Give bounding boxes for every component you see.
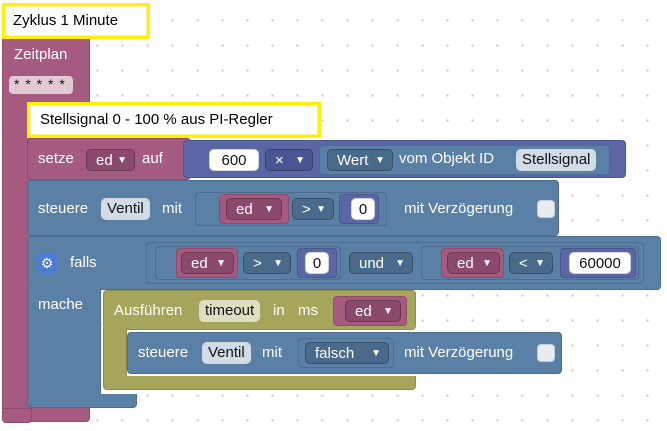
control2-keyword: steuere <box>138 344 189 361</box>
chevron-down-icon: ▼ <box>264 204 274 215</box>
timeout-var-dropdown[interactable]: ed ▼ <box>345 300 401 322</box>
chevron-down-icon: ▼ <box>216 258 226 269</box>
compare1-number-field[interactable]: 0 <box>351 198 375 220</box>
left-number-field[interactable]: 0 <box>305 252 329 274</box>
set-variable-label: ed <box>96 152 113 169</box>
chevron-down-icon: ▼ <box>117 155 127 166</box>
control1-with-label: mit <box>162 200 182 217</box>
right-number-field[interactable]: 60000 <box>569 252 631 274</box>
left-operator-dropdown[interactable]: > ▼ <box>243 252 291 274</box>
control2-delay-label: mit Verzögerung <box>404 344 514 361</box>
comment-signal[interactable]: Stellsignal 0 - 100 % aus PI-Regler <box>27 102 321 138</box>
set-keyword: setze <box>38 150 74 167</box>
timeout-var-label: ed <box>355 303 372 320</box>
control1-delay-label: mit Verzögerung <box>404 200 514 217</box>
right-var-label: ed <box>457 255 474 272</box>
boolean-dropdown[interactable]: falsch ▼ <box>305 342 389 364</box>
chevron-down-icon: ▼ <box>273 258 283 269</box>
timeout-unit-label: ms <box>298 302 318 319</box>
value-dropdown-label: Wert <box>337 152 369 169</box>
chevron-down-icon: ▼ <box>371 348 381 359</box>
compare1-operator-dropdown[interactable]: > ▼ <box>292 198 334 220</box>
comment-cycle[interactable]: Zyklus 1 Minute <box>2 3 150 39</box>
value-dropdown[interactable]: Wert ▼ <box>327 149 393 171</box>
control1-target-field[interactable]: Ventil <box>101 198 150 220</box>
comment-cycle-text: Zyklus 1 Minute <box>5 6 147 36</box>
chevron-down-icon: ▼ <box>482 258 492 269</box>
operator-dropdown[interactable]: × ▼ <box>265 149 313 171</box>
control2-delay-checkbox[interactable] <box>537 344 555 362</box>
timeout-name-field[interactable]: timeout <box>199 300 261 322</box>
do-keyword: mache <box>38 296 84 313</box>
right-operator-dropdown[interactable]: < ▼ <box>509 252 553 274</box>
gear-icon[interactable]: ⚙ <box>37 253 57 273</box>
right-var-dropdown[interactable]: ed ▼ <box>447 252 500 274</box>
timeout-block-body <box>103 328 127 380</box>
left-operator-label: > <box>253 255 262 272</box>
if-block-foot <box>27 394 137 408</box>
control1-keyword: steuere <box>38 200 89 217</box>
logic-dropdown[interactable]: und ▼ <box>349 252 413 274</box>
left-var-label: ed <box>191 255 208 272</box>
right-operator-label: < <box>519 255 528 272</box>
comment-signal-text: Stellsignal 0 - 100 % aus PI-Regler <box>30 105 318 135</box>
chevron-down-icon: ▼ <box>395 258 405 269</box>
compare1-var-dropdown[interactable]: ed ▼ <box>226 198 282 220</box>
set-variable-dropdown[interactable]: ed ▼ <box>86 149 135 171</box>
control2-with-label: mit <box>262 344 282 361</box>
boolean-label: falsch <box>315 345 355 362</box>
logic-label: und <box>359 255 385 272</box>
chevron-down-icon: ▼ <box>383 306 393 317</box>
compare1-operator-label: > <box>302 201 311 218</box>
control2-target-field[interactable]: Ventil <box>202 342 251 364</box>
object-id-field[interactable]: Stellsignal <box>516 149 597 171</box>
timeout-in-label: in <box>273 302 285 319</box>
set-variable-block[interactable] <box>27 138 191 180</box>
number-600-field[interactable]: 600 <box>209 149 259 171</box>
left-var-dropdown[interactable]: ed ▼ <box>181 252 234 274</box>
cron-text: * * * * * <box>14 76 66 92</box>
schedule-block-bottom <box>2 408 32 423</box>
chevron-down-icon: ▼ <box>295 155 305 166</box>
chevron-down-icon: ▼ <box>316 204 326 215</box>
timeout-keyword: Ausführen <box>114 302 183 319</box>
schedule-label: Zeitplan <box>14 46 68 63</box>
if-block-body <box>27 288 101 406</box>
set-on-label: auf <box>142 150 163 167</box>
cron-field[interactable] <box>9 76 73 94</box>
compare1-var-label: ed <box>236 201 253 218</box>
timeout-block-foot <box>103 376 416 390</box>
chevron-down-icon: ▼ <box>535 258 545 269</box>
if-keyword: falls <box>70 254 97 271</box>
from-object-label: vom Objekt ID <box>399 150 495 167</box>
operator-label: × <box>275 152 284 169</box>
chevron-down-icon: ▼ <box>375 155 385 166</box>
control1-delay-checkbox[interactable] <box>537 200 555 218</box>
